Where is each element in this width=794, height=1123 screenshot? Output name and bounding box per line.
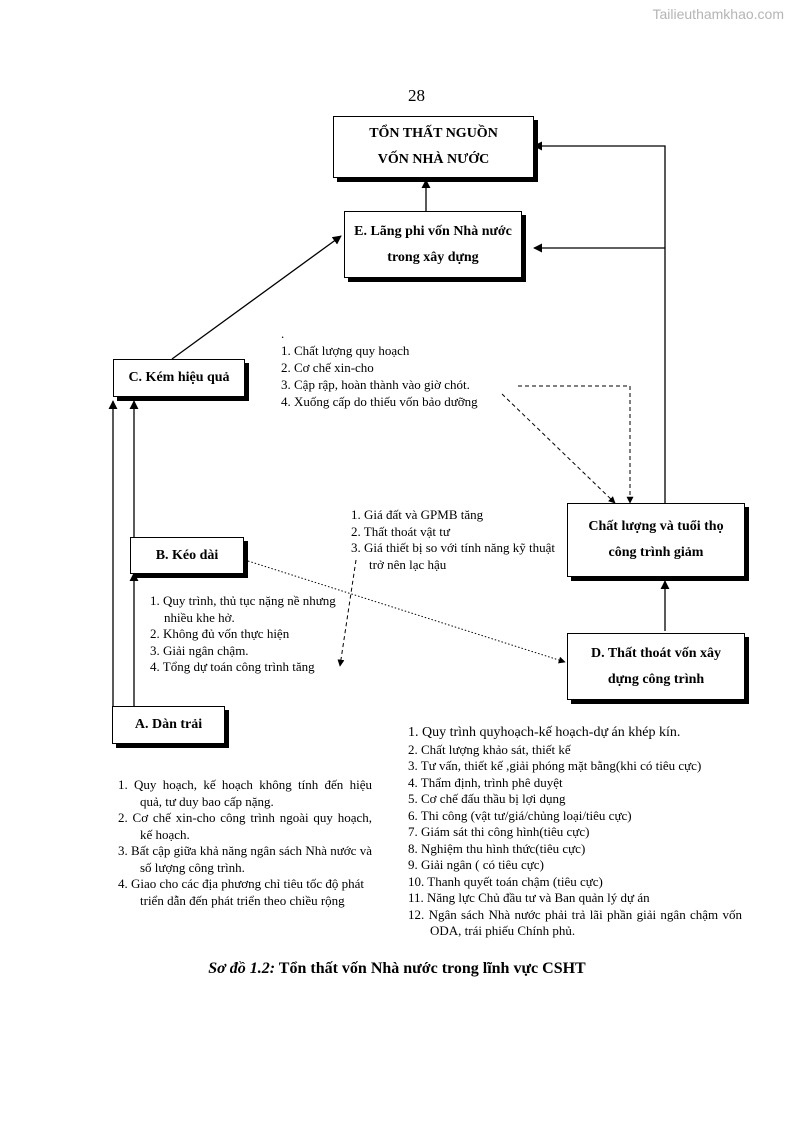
list-a-causes: 1. Quy hoạch, kế hoạch không tính đến hi…	[118, 777, 372, 909]
arrow-b-to-d	[247, 560, 566, 664]
node-a-label: A. Dàn trải	[134, 717, 203, 732]
list-item: 3. Bất cập giữa khả năng ngân sách Nhà n…	[118, 843, 372, 875]
node-quality-label: Chất lượng và tuổi thọ công trình giảm	[588, 519, 724, 560]
list-item: 11. Năng lực Chủ đầu tư và Ban quản lý d…	[408, 890, 650, 905]
list-item: .	[281, 326, 285, 341]
list-item: 1. Giá đất và GPMB tăng	[351, 507, 484, 522]
list-item: 6. Thi công (vật tư/giá/chủng loại/tiêu …	[408, 807, 632, 823]
node-e-waste-label: E. Lãng phi vốn Nhà nước trong xây dựng	[354, 223, 512, 265]
list-item: 9. Giải ngân ( có tiêu cực)	[408, 857, 544, 872]
node-d-loss: D. Thất thoát vốn xây dựng công trình	[567, 633, 745, 700]
arrow-quality-to-top	[533, 141, 666, 503]
list-item: 3. Giá thiết bị so với tính năng kỹ thuậ…	[351, 540, 556, 572]
page-number: 28	[408, 86, 425, 105]
node-b-label: B. Kéo dài	[155, 547, 219, 563]
list-item: 2. Không đủ vốn thực hiện	[150, 626, 290, 641]
list-item: 2. Chất lượng khảo sát, thiết kế	[408, 741, 571, 757]
node-e-waste: E. Lãng phi vốn Nhà nước trong xây dựng	[344, 211, 522, 278]
node-top-loss: TỔN THẤT NGUỒN VỐN NHÀ NƯỚC	[333, 116, 534, 178]
list-item: 4. Thẩm định, trình phê duyệt	[408, 774, 563, 790]
list-item: 2. Cơ chế xin-cho	[281, 360, 374, 375]
node-c-label: C. Kém hiệu quả	[128, 370, 230, 385]
watermark: Tailieuthamkhao.com	[652, 6, 784, 22]
figure-caption: Sơ đồ 1.2: Tổn thất vốn Nhà nước trong l…	[0, 960, 794, 978]
list-item: 4. Xuống cấp do thiếu vốn bảo dưỡng	[281, 394, 478, 409]
list-item: 8. Nghiệm thu hình thức(tiêu cực)	[408, 840, 586, 856]
list-d-causes: 1. Quy trình quyhoạch-kế hoạch-dự án khé…	[408, 725, 742, 940]
node-b-prolonged: B. Kéo dài	[130, 537, 244, 574]
list-item: 1. Quy hoạch, kế hoạch không tính đến hi…	[118, 777, 372, 809]
list-item: 2. Cơ chế xin-cho công trình ngoài quy h…	[118, 810, 372, 842]
caption-prefix: Sơ đồ 1.2:	[208, 960, 276, 977]
list-item: 7. Giám sát thi công hình(tiêu cực)	[408, 824, 590, 839]
dashed-mid-list-to-b-list	[337, 559, 357, 667]
node-top-loss-label: TỔN THẤT NGUỒN VỐN NHÀ NƯỚC	[369, 126, 498, 167]
list-item: 12. Ngân sách Nhà nước phải trả lãi phần…	[408, 906, 742, 939]
caption-text: Tổn thất vốn Nhà nước trong lĩnh vực CSH…	[275, 960, 586, 977]
list-item: 3. Tư vấn, thiết kế ,giải phóng mặt bằng…	[408, 758, 702, 773]
node-a-scattered: A. Dàn trải	[112, 706, 225, 744]
list-c-causes: . 1. Chất lượng quy hoạch 2. Cơ chế xin-…	[281, 325, 531, 410]
list-item: 2. Thất thoát vật tư	[351, 523, 450, 539]
node-c-inefficient: C. Kém hiệu quả	[113, 359, 245, 397]
list-item: 3. Cập rập, hoàn thành vào giờ chót.	[281, 377, 470, 392]
dashed-c-list-to-quality-1	[501, 393, 616, 504]
list-item: 4. Tổng dự toán công trình tăng	[150, 659, 315, 674]
list-item: 10. Thanh quyết toán chậm (tiêu cực)	[408, 873, 603, 889]
list-item: 1. Quy trình, thủ tục nặng nề nhưng nhiề…	[150, 593, 336, 625]
list-b-causes: 1. Quy trình, thủ tục nặng nề nhưng nhiề…	[150, 593, 345, 676]
list-item: 5. Cơ chế đấu thầu bị lợi dụng	[408, 791, 566, 806]
node-quality-decline: Chất lượng và tuổi thọ công trình giảm	[567, 503, 745, 577]
node-d-label: D. Thất thoát vốn xây dựng công trình	[590, 645, 722, 687]
list-item: 4. Giao cho các địa phương chỉ tiêu tốc …	[118, 876, 365, 908]
list-item: 3. Giải ngân chậm.	[150, 642, 249, 658]
list-item: 1. Chất lượng quy hoạch	[281, 343, 410, 358]
list-item: 1. Quy trình quyhoạch-kế hoạch-dự án khé…	[408, 725, 681, 740]
list-mid-causes: 1. Giá đất và GPMB tăng 2. Thất thoát vậ…	[351, 507, 556, 573]
arrow-c-to-e	[171, 235, 342, 360]
dashed-c-list-to-quality-2	[518, 385, 634, 504]
